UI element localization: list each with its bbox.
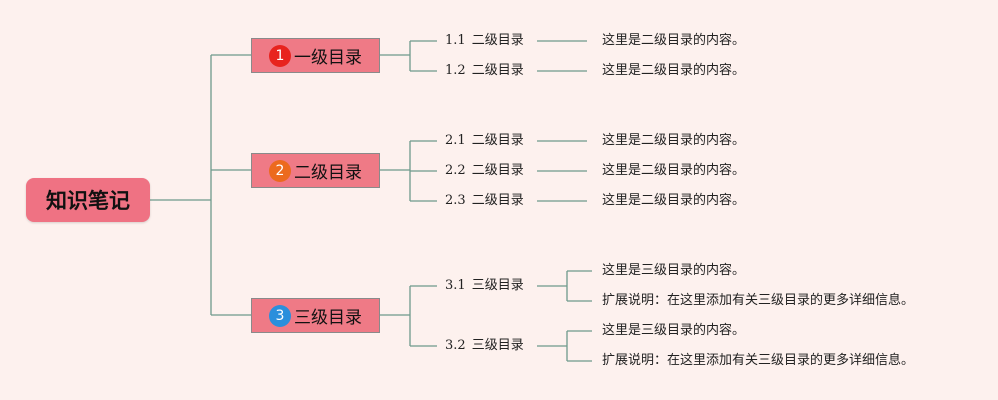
level2-number: 2.3 [445, 193, 466, 208]
level2-number: 3.2 [445, 338, 466, 353]
leaf-node-3-2-b[interactable]: 扩展说明：在这里添加有关三级目录的更多详细信息。 [602, 353, 915, 368]
connector-b3-1 [537, 270, 592, 302]
connector-b1 [380, 40, 437, 72]
leaf-node-1-1[interactable]: 这里是二级目录的内容。 [602, 33, 746, 48]
leaf-node-2-2[interactable]: 这里是二级目录的内容。 [602, 163, 746, 178]
level2-label: 二级目录 [471, 133, 524, 148]
level2-node-3-2[interactable]: 3.2 三级目录 [445, 337, 524, 355]
leaf-node-2-1[interactable]: 这里是二级目录的内容。 [602, 133, 746, 148]
leaf-node-1-2[interactable]: 这里是二级目录的内容。 [602, 63, 746, 78]
level2-node-3-1[interactable]: 3.1 三级目录 [445, 277, 524, 295]
level2-number: 2.1 [445, 133, 466, 148]
level2-node-1-2[interactable]: 1.2 二级目录 [445, 62, 524, 80]
root-node[interactable]: 知识笔记 [26, 178, 150, 222]
connector-b3 [380, 285, 437, 347]
level2-label: 二级目录 [471, 33, 524, 48]
number-badge-2: 2 [269, 159, 291, 182]
number-badge-1: 1 [269, 44, 291, 67]
level2-node-2-1[interactable]: 2.1 二级目录 [445, 132, 524, 150]
level2-number: 1.1 [445, 33, 466, 48]
level1-label: 二级目录 [294, 163, 362, 183]
level2-number: 1.2 [445, 63, 466, 78]
level2-node-2-2[interactable]: 2.2 二级目录 [445, 162, 524, 180]
level2-label: 二级目录 [471, 193, 524, 208]
leaf-node-3-1-b[interactable]: 扩展说明：在这里添加有关三级目录的更多详细信息。 [602, 293, 915, 308]
number-badge-3: 3 [269, 304, 291, 327]
level2-label: 三级目录 [471, 338, 524, 353]
level2-label: 二级目录 [471, 63, 524, 78]
leaf-node-3-1-a[interactable]: 这里是三级目录的内容。 [602, 263, 746, 278]
level1-label: 一级目录 [294, 48, 362, 68]
level1-node-1[interactable]: 1 一级目录 [251, 38, 380, 73]
level2-label: 三级目录 [471, 278, 524, 293]
leaf-node-2-3[interactable]: 这里是二级目录的内容。 [602, 193, 746, 208]
connector-b2 [380, 140, 437, 202]
level2-number: 2.2 [445, 163, 466, 178]
level1-node-2[interactable]: 2 二级目录 [251, 153, 380, 188]
level2-node-2-3[interactable]: 2.3 二级目录 [445, 192, 524, 210]
connector-b3-2 [537, 330, 592, 362]
level2-label: 二级目录 [471, 163, 524, 178]
level1-node-3[interactable]: 3 三级目录 [251, 298, 380, 333]
level1-label: 三级目录 [294, 308, 362, 328]
level2-node-1-1[interactable]: 1.1 二级目录 [445, 32, 524, 50]
leaf-node-3-2-a[interactable]: 这里是三级目录的内容。 [602, 323, 746, 338]
level2-number: 3.1 [445, 278, 466, 293]
